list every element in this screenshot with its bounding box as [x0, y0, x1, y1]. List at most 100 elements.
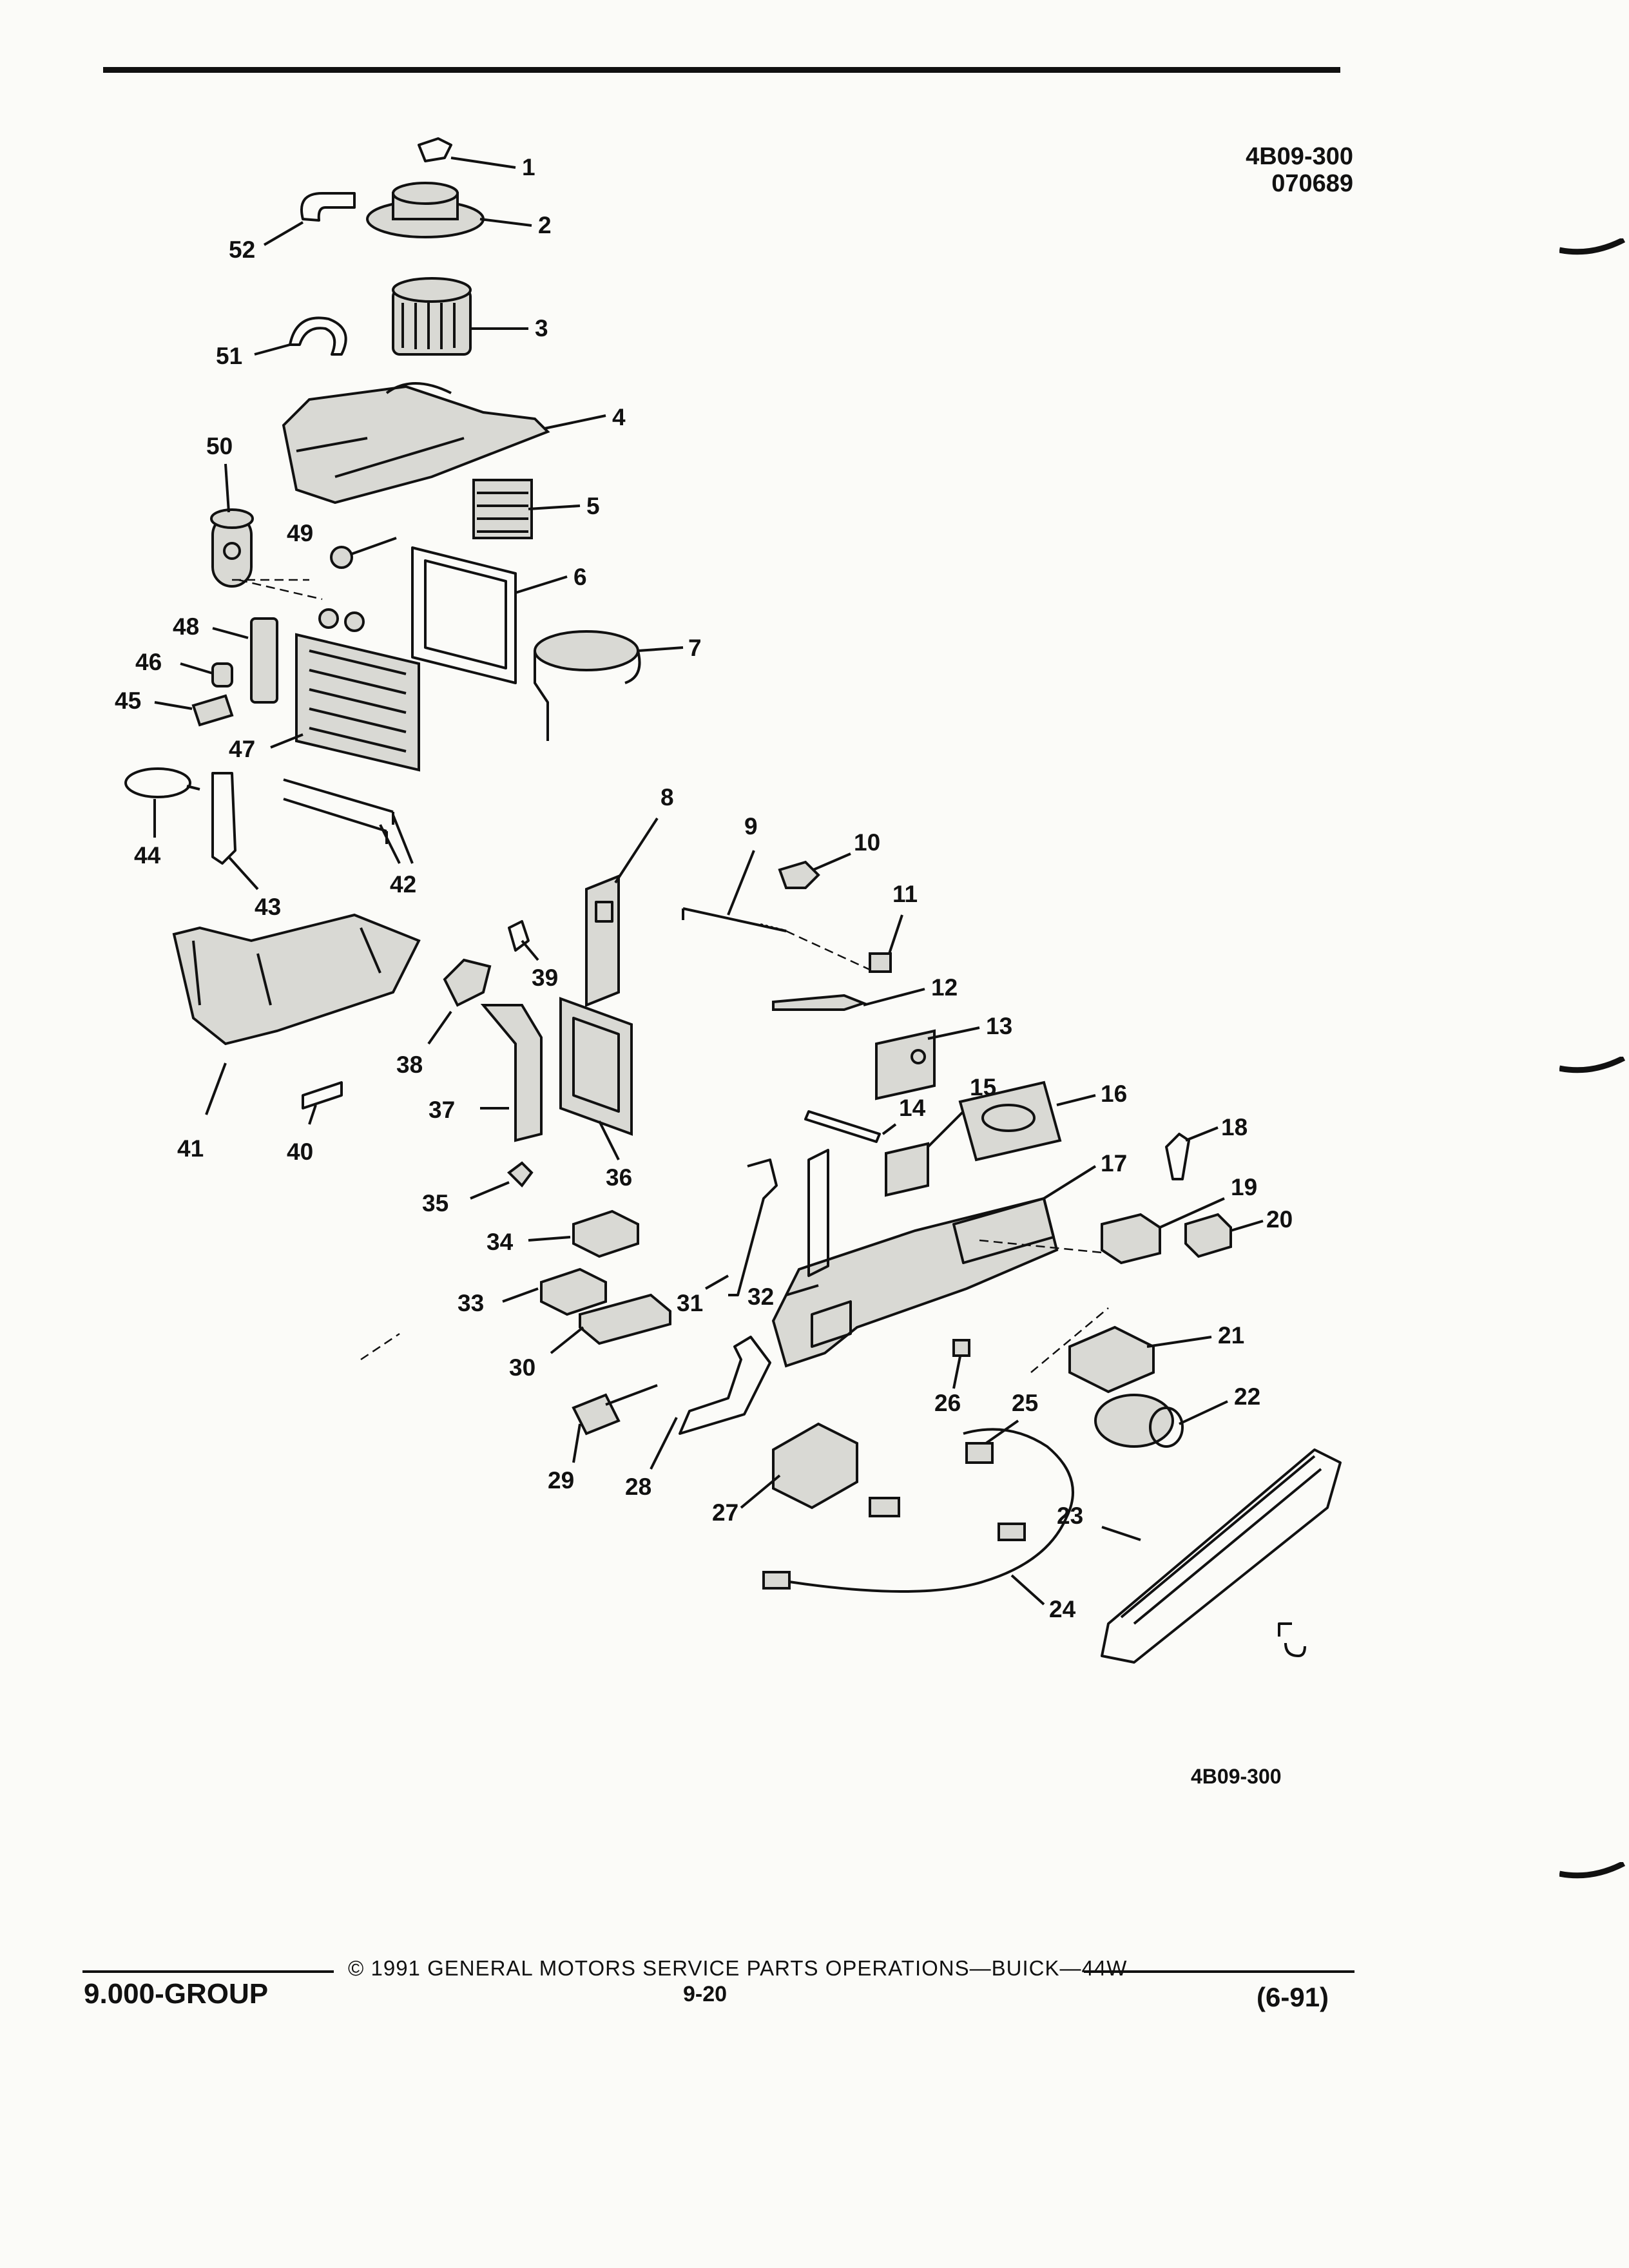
- callout-19: 19: [1231, 1174, 1257, 1200]
- callout-35: 35: [422, 1190, 448, 1216]
- part-28: 28: [625, 1336, 771, 1500]
- callout-20: 20: [1266, 1206, 1293, 1233]
- callout-16: 16: [1101, 1081, 1127, 1107]
- callout-25: 25: [1012, 1390, 1038, 1416]
- part-6: 6: [411, 546, 587, 684]
- part-48: 48: [173, 613, 278, 704]
- part-26: 26: [934, 1339, 970, 1416]
- part-17: 17: [771, 1150, 1127, 1368]
- callout-51: 51: [216, 343, 242, 369]
- callout-24: 24: [1049, 1596, 1076, 1622]
- part-8: 8: [585, 784, 674, 1007]
- callout-43: 43: [255, 894, 281, 920]
- binding-mark-icon: [1559, 1862, 1626, 1879]
- callout-31: 31: [677, 1290, 703, 1316]
- callout-49: 49: [287, 520, 313, 546]
- callout-21: 21: [1218, 1322, 1244, 1349]
- part-16: 16: [958, 1081, 1127, 1162]
- part-49: 49: [287, 520, 397, 569]
- footer-rule-left: [82, 1970, 334, 1973]
- callout-36: 36: [606, 1164, 632, 1191]
- callout-30: 30: [509, 1354, 535, 1381]
- part-29: 29: [548, 1384, 658, 1494]
- callout-14: 14: [899, 1095, 926, 1121]
- part-35: 35: [422, 1161, 534, 1216]
- callout-22: 22: [1234, 1383, 1260, 1410]
- callout-26: 26: [934, 1390, 961, 1416]
- part-34: 34: [487, 1209, 639, 1258]
- callout-13: 13: [986, 1013, 1012, 1039]
- part-19: 19: [1101, 1174, 1257, 1265]
- callout-46: 46: [135, 649, 162, 675]
- callout-7: 7: [688, 635, 702, 661]
- part-2: 2: [366, 182, 552, 238]
- part-50: 50: [206, 433, 254, 588]
- callout-8: 8: [660, 784, 674, 811]
- callout-32: 32: [747, 1283, 774, 1310]
- callout-47: 47: [229, 736, 255, 762]
- top-rule: [103, 67, 1340, 73]
- part-22: 22: [1094, 1383, 1260, 1448]
- part-45: 45: [115, 687, 234, 727]
- part-44: 44: [124, 767, 200, 869]
- part-3: 3: [392, 277, 548, 356]
- figure-code-block: 4B09-300 070689: [1186, 143, 1353, 197]
- part-37: 37: [429, 1004, 543, 1142]
- footer-group: 9.000-GROUP: [84, 1978, 269, 2010]
- part-23: 23: [1057, 1448, 1342, 1664]
- callout-42: 42: [390, 871, 416, 898]
- part-31: 31: [677, 1158, 778, 1316]
- figure-code: 4B09-300: [1246, 143, 1353, 170]
- binding-mark-icon: [1559, 238, 1626, 255]
- callout-40: 40: [287, 1139, 313, 1165]
- assembly-line: [232, 579, 323, 601]
- part-41: 41: [172, 913, 421, 1162]
- callout-17: 17: [1101, 1150, 1127, 1177]
- part-9: 9: [682, 813, 871, 971]
- part-25: 25: [965, 1390, 1038, 1464]
- callout-2: 2: [538, 212, 552, 238]
- part-42: 42: [283, 778, 416, 898]
- binding-mark-icon: [1559, 1057, 1626, 1073]
- figure-date: 070689: [1271, 170, 1353, 197]
- callout-28: 28: [625, 1474, 651, 1500]
- part-18: 18: [1165, 1114, 1248, 1180]
- part-52: 52: [229, 192, 356, 263]
- callout-11: 11: [892, 881, 918, 907]
- callout-29: 29: [548, 1467, 574, 1494]
- part-13: 13: [875, 1013, 1012, 1100]
- callout-5: 5: [586, 493, 600, 519]
- part-12: 12: [772, 974, 958, 1011]
- callout-48: 48: [173, 613, 199, 640]
- callout-4: 4: [612, 404, 626, 430]
- part-47: 47: [229, 608, 420, 772]
- part-36: 36: [559, 997, 633, 1191]
- part-33: 33: [458, 1267, 607, 1316]
- part-27: 27: [712, 1422, 858, 1526]
- part-21: 21: [1068, 1322, 1244, 1394]
- part-40: 40: [287, 1081, 343, 1165]
- part-5: 5: [472, 479, 600, 539]
- part-43: 43: [211, 772, 281, 920]
- callout-38: 38: [396, 1052, 423, 1078]
- footer-copyright: © 1991 GENERAL MOTORS SERVICE PARTS OPER…: [348, 1956, 1128, 1980]
- figure-code-bottom: 4B09-300: [1191, 1765, 1282, 1788]
- part-38: 38: [396, 958, 492, 1078]
- assembly-line-2: [360, 1307, 1109, 1373]
- callout-12: 12: [931, 974, 958, 1001]
- callout-18: 18: [1221, 1114, 1248, 1140]
- part-46: 46: [135, 649, 233, 687]
- part-14: 14: [804, 1095, 926, 1143]
- part-30: 30: [509, 1293, 671, 1381]
- part-51: 51: [216, 316, 347, 369]
- callout-37: 37: [429, 1097, 455, 1123]
- part-20: 20: [1184, 1206, 1293, 1258]
- callout-34: 34: [487, 1229, 514, 1255]
- footer-revision: (6-91): [1257, 1982, 1329, 2012]
- drawing-symbol-icon: [1278, 1622, 1306, 1657]
- callout-6: 6: [574, 564, 587, 590]
- footer-rule-right: [1084, 1970, 1354, 1973]
- callout-45: 45: [115, 687, 141, 714]
- callout-33: 33: [458, 1290, 484, 1316]
